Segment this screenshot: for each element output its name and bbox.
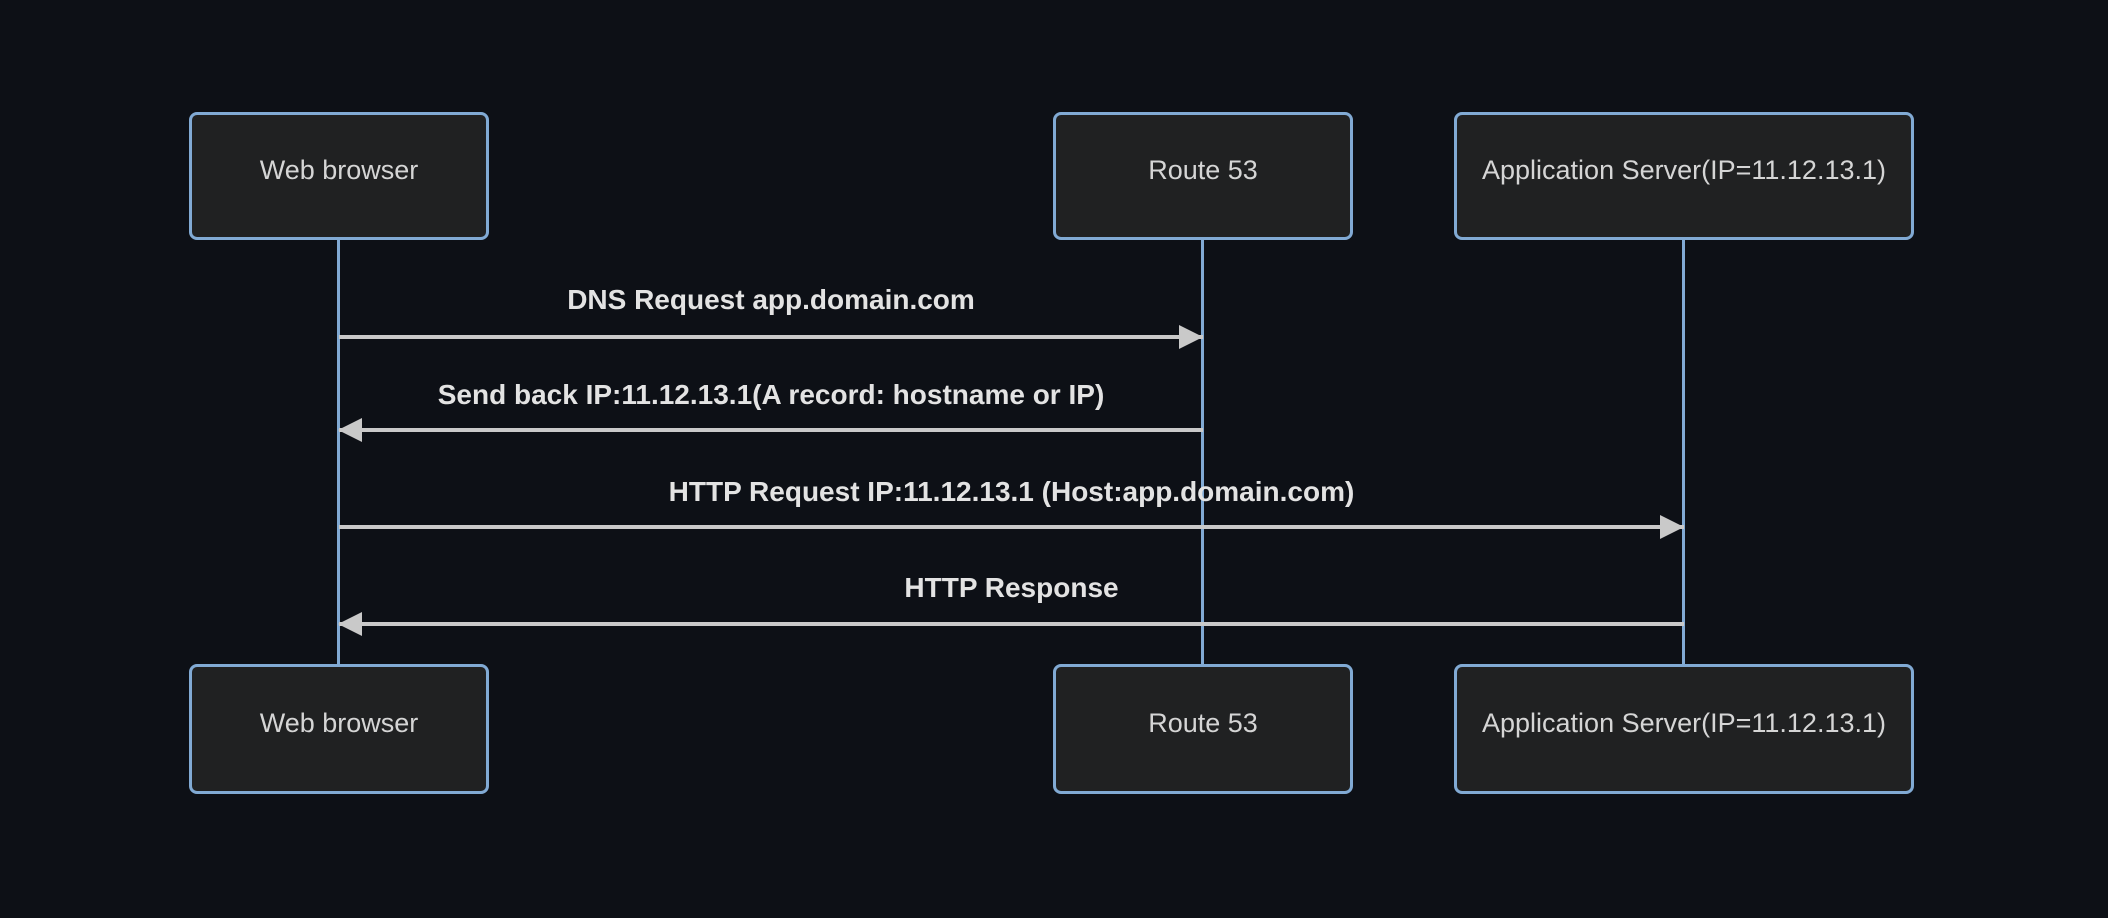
message-3-label: HTTP Request IP:11.12.13.1 (Host:app.dom… (668, 476, 1355, 507)
message-4-arrowhead-left-icon (338, 612, 362, 636)
lifeline-web-browser (337, 240, 340, 664)
lifeline-app-server (1682, 240, 1685, 664)
message-3-arrowhead-right-icon (1660, 515, 1684, 539)
actor-box-route53-top: Route 53 (1053, 112, 1353, 240)
message-3-line (339, 525, 1684, 529)
message-1-line (339, 335, 1203, 339)
message-4-label: HTTP Response (904, 572, 1119, 603)
message-1-arrowhead-right-icon (1179, 325, 1203, 349)
actor-box-app-server-bottom: Application Server(IP=11.12.13.1) (1454, 664, 1914, 794)
actor-label: Route 53 (1148, 707, 1258, 738)
actor-box-app-server-top: Application Server(IP=11.12.13.1) (1454, 112, 1914, 240)
message-2-line (339, 428, 1203, 432)
actor-label: Web browser (259, 154, 419, 185)
actor-label: Route 53 (1148, 154, 1258, 185)
message-4-line (339, 622, 1684, 626)
message-2-arrowhead-left-icon (338, 418, 362, 442)
lifeline-route53 (1201, 240, 1204, 664)
actor-box-route53-bottom: Route 53 (1053, 664, 1353, 794)
actor-box-web-browser-bottom: Web browser (189, 664, 489, 794)
message-1-label: DNS Request app.domain.com (567, 284, 975, 315)
message-2-label: Send back IP:11.12.13.1(A record: hostna… (437, 379, 1105, 410)
actor-label: Web browser (259, 707, 419, 738)
actor-box-web-browser-top: Web browser (189, 112, 489, 240)
actor-label: Application Server(IP=11.12.13.1) (1482, 707, 1886, 738)
actor-label: Application Server(IP=11.12.13.1) (1482, 154, 1886, 185)
